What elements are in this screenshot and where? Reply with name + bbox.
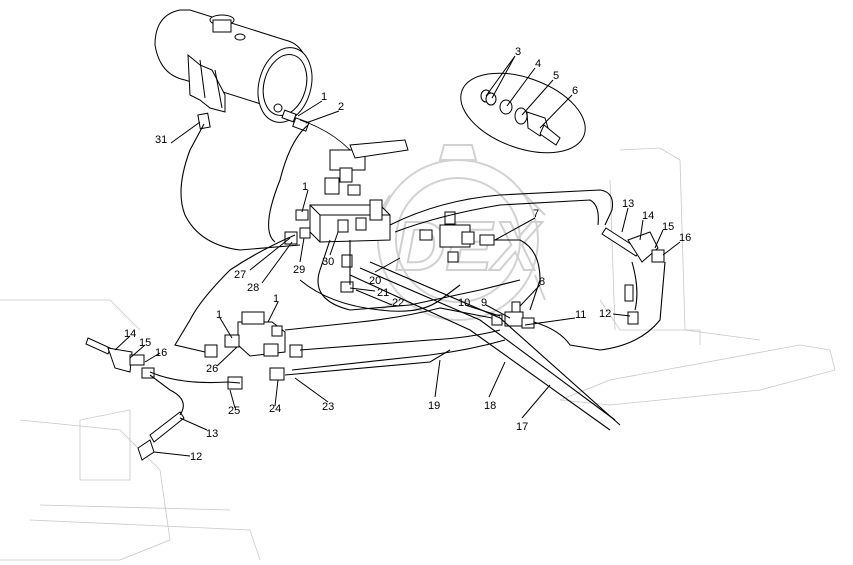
callout-9: 9 [481,297,487,309]
callout-2: 2 [338,101,344,113]
leader-lines [114,55,681,457]
callout-17: 17 [516,421,528,433]
callout-21: 21 [377,287,389,299]
tee-fitting-right [491,301,535,329]
callout-8: 8 [539,276,545,288]
callout-16a: 16 [679,232,691,244]
callout-31: 31 [155,134,167,146]
callout-1d: 1 [273,293,279,305]
callout-15b: 15 [139,337,151,349]
pipe-network [149,119,666,431]
callout-22: 22 [392,297,404,309]
callout-26: 26 [206,363,218,375]
callout-1c: 1 [216,309,222,321]
callout-12a: 12 [599,308,611,320]
callout-24: 24 [269,403,281,415]
background-frame-outline [0,147,836,561]
brake-chamber-right [601,227,665,325]
callout-10: 10 [458,297,470,309]
callout-6: 6 [572,85,578,97]
tank-fittings [197,109,310,132]
callout-14a: 14 [642,210,654,222]
callout-25: 25 [228,405,240,417]
fitting-exploded-view [460,72,586,154]
callout-15a: 15 [662,221,674,233]
callout-5: 5 [553,70,559,82]
callout-29: 29 [293,264,305,276]
callout-13b: 13 [206,428,218,440]
callout-16b: 16 [155,347,167,359]
callout-12b: 12 [190,451,202,463]
callout-27: 27 [234,269,246,281]
callout-19: 19 [428,400,440,412]
callout-labels: 1 2 3 4 5 6 31 1 7 13 14 15 16 27 29 30 … [124,46,691,463]
callout-18: 18 [484,400,496,412]
brake-chamber-left [85,337,185,461]
callout-23: 23 [322,401,334,413]
callout-20: 20 [369,275,381,287]
callout-1b: 1 [302,181,308,193]
valve-block-lower-left [204,311,303,390]
callout-1a: 1 [321,91,327,103]
air-tank [154,9,313,123]
callout-11: 11 [575,309,586,321]
valve-7 [419,211,495,263]
callout-14b: 14 [124,328,136,340]
distribution-valve-block [284,139,409,293]
callout-4: 4 [535,58,541,70]
callout-30: 30 [322,256,334,268]
callout-3: 3 [515,46,521,58]
callout-7: 7 [533,208,539,220]
callout-28: 28 [247,282,259,294]
callout-13a: 13 [622,198,634,210]
